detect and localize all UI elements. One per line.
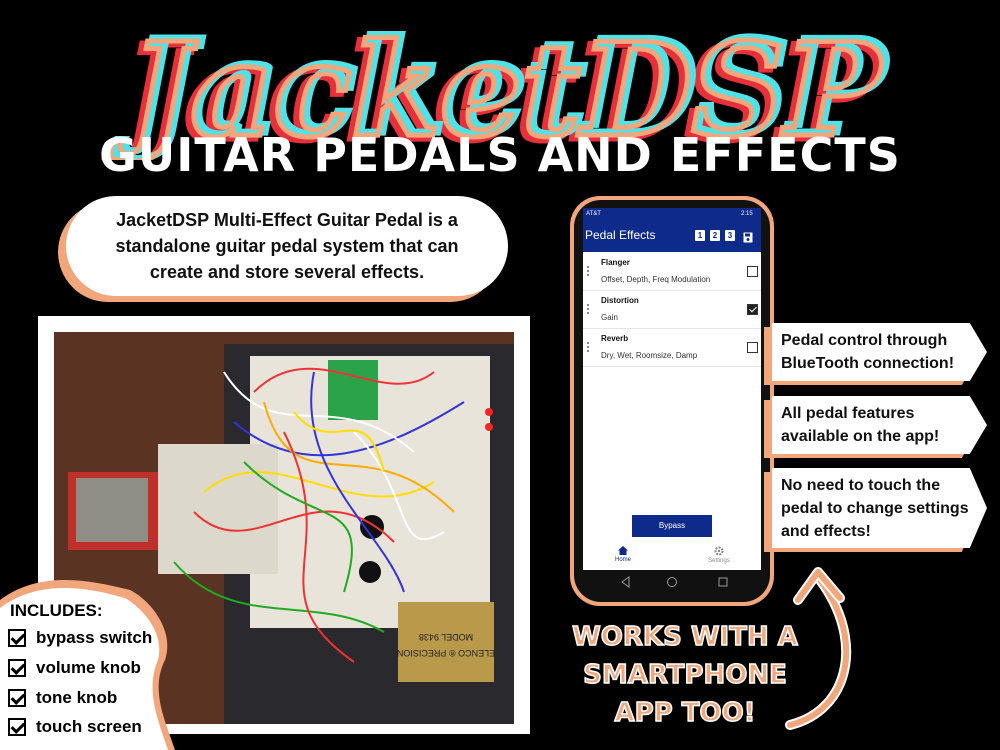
curved-arrow-icon bbox=[785, 567, 852, 730]
include-label: tone knob bbox=[36, 688, 118, 707]
svg-text:JacketDSP: JacketDSP bbox=[104, 19, 879, 160]
checkbox-icon bbox=[8, 659, 26, 677]
preset-2-button[interactable]: 2 bbox=[710, 230, 720, 241]
preset-1-button[interactable]: 1 bbox=[695, 230, 705, 241]
effect-name: Reverb bbox=[601, 334, 629, 343]
include-label: volume knob bbox=[36, 658, 141, 677]
drag-handle-icon[interactable] bbox=[587, 342, 589, 354]
include-item: volume knob bbox=[8, 658, 141, 678]
brand-title: JacketDSP JacketDSP JacketDSP bbox=[100, 10, 892, 160]
home-icon bbox=[618, 546, 628, 555]
breadboard-illustration: ELENCO ® PRECISION MODEL 9438 bbox=[54, 332, 514, 724]
feature-text: No need to touch the pedal to change set… bbox=[781, 477, 969, 540]
gear-icon bbox=[714, 546, 724, 556]
nav-tab-settings[interactable]: Settings bbox=[689, 546, 749, 564]
description-bubble: JacketDSP Multi-Effect Guitar Pedal is a… bbox=[66, 196, 508, 296]
effect-card-distortion[interactable]: Distortion Gain bbox=[583, 292, 761, 329]
include-item: tone knob bbox=[8, 688, 117, 708]
effect-checkbox-checked[interactable] bbox=[747, 304, 758, 315]
feature-tag-app: All pedal features available on the app! bbox=[772, 396, 987, 454]
works-line: SMARTPHONE bbox=[582, 659, 787, 691]
effect-params: Gain bbox=[601, 313, 618, 322]
effect-card-flanger[interactable]: Flanger Offset, Depth, Freq Modulation bbox=[583, 254, 761, 291]
status-bar: AT&T 2:15 bbox=[583, 208, 761, 222]
includes-title: INCLUDES: bbox=[10, 601, 103, 620]
effect-name: Distortion bbox=[601, 296, 639, 305]
brand-title-text: JacketDSP bbox=[109, 16, 884, 160]
recents-icon[interactable] bbox=[718, 577, 728, 587]
includes-panel bbox=[0, 580, 175, 750]
app-title: Pedal Effects bbox=[585, 228, 656, 242]
bottom-nav: Home Settings bbox=[583, 544, 761, 570]
include-label: touch screen bbox=[36, 717, 142, 736]
checkbox-icon bbox=[8, 718, 26, 736]
nav-tab-home[interactable]: Home bbox=[593, 546, 653, 563]
feature-text: Pedal control through BlueTooth connecti… bbox=[781, 332, 955, 372]
effect-card-reverb[interactable]: Reverb Dry, Wet, Roomsize, Damp bbox=[583, 330, 761, 367]
drag-handle-icon[interactable] bbox=[587, 266, 589, 278]
works-with-smartphone-text: WORKS WITH A SMARTPHONE APP TOO! bbox=[540, 618, 830, 732]
effect-name: Flanger bbox=[601, 258, 630, 267]
include-item: touch screen bbox=[8, 717, 142, 737]
feature-tag-bluetooth: Pedal control through BlueTooth connecti… bbox=[772, 323, 987, 381]
description-text: JacketDSP Multi-Effect Guitar Pedal is a… bbox=[115, 210, 459, 282]
include-label: bypass switch bbox=[36, 628, 153, 647]
preset-3-button[interactable]: 3 bbox=[725, 230, 735, 241]
system-nav-bar bbox=[574, 572, 770, 592]
effect-params: Dry, Wet, Roomsize, Damp bbox=[601, 351, 698, 360]
nav-label-home: Home bbox=[614, 557, 631, 563]
include-item: bypass switch bbox=[8, 628, 152, 648]
drag-handle-icon[interactable] bbox=[587, 304, 589, 316]
works-line: APP TOO! bbox=[614, 697, 757, 729]
home-circle-icon[interactable] bbox=[667, 577, 677, 587]
elenco-label-1: ELENCO ® PRECISION bbox=[397, 648, 495, 658]
checkbox-icon bbox=[8, 689, 26, 707]
effect-params: Offset, Depth, Freq Modulation bbox=[601, 275, 711, 284]
effect-checkbox[interactable] bbox=[747, 266, 758, 277]
checkbox-icon bbox=[8, 629, 26, 647]
elenco-label-2: MODEL 9438 bbox=[419, 632, 473, 642]
app-bar: Pedal Effects 1 2 3 bbox=[583, 222, 761, 252]
phone-screen: AT&T 2:15 Pedal Effects 1 2 3 Flanger Of… bbox=[583, 208, 761, 570]
feature-tag-no-touch: No need to touch the pedal to change set… bbox=[772, 468, 987, 548]
nav-label-settings: Settings bbox=[708, 558, 730, 564]
bypass-button[interactable]: Bypass bbox=[632, 515, 712, 537]
subtitle: GUITAR PEDALS AND EFFECTS bbox=[99, 128, 901, 182]
carrier-label: AT&T bbox=[586, 211, 601, 217]
status-time: 2:15 bbox=[741, 211, 753, 217]
back-icon[interactable] bbox=[621, 576, 630, 588]
feature-text: All pedal features available on the app! bbox=[781, 405, 940, 445]
works-line: WORKS WITH A bbox=[571, 621, 798, 653]
svg-text:JacketDSP: JacketDSP bbox=[114, 13, 889, 160]
save-icon[interactable] bbox=[743, 230, 753, 243]
effect-checkbox[interactable] bbox=[747, 342, 758, 353]
